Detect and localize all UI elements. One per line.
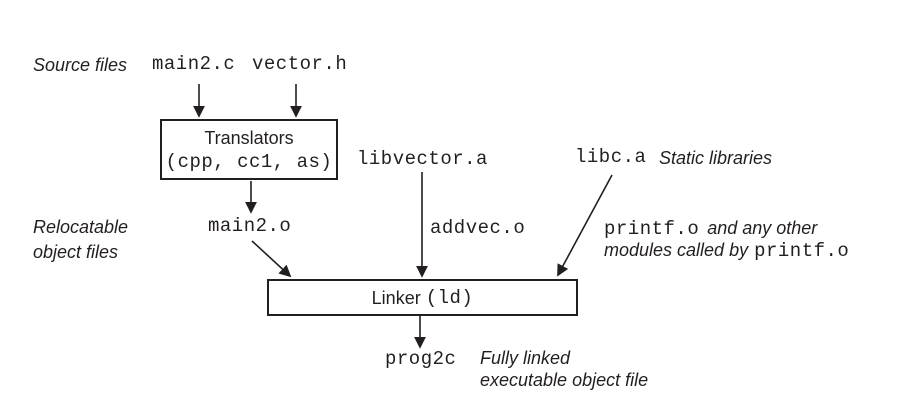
arrow-main2o-to-linker (251, 240, 292, 278)
translators-box-subtitle: (cpp, cc1, as) (165, 150, 333, 173)
main2o-file-label: main2.o (208, 215, 292, 237)
source-files-label: Source files (33, 55, 128, 75)
printf-note-line2: modules called by (604, 240, 749, 260)
libc-file-label: libc.a (575, 146, 647, 168)
addveco-file-label: addvec.o (430, 217, 526, 239)
vectorh-file-label: vector.h (252, 53, 348, 75)
translators-box: Translators (cpp, cc1, as) (160, 119, 338, 180)
printfo-file-label-2: printf.o (754, 240, 850, 262)
fully-linked-line1: Fully linked (480, 348, 571, 368)
printf-note-line1: and any other (707, 218, 818, 238)
linker-box: Linker (ld) (267, 279, 578, 316)
main2c-file-label: main2.c (152, 53, 236, 75)
printf-note-row1: printf.o and any other (604, 217, 817, 240)
fully-linked-line2: executable object file (480, 370, 649, 390)
arrow-libc-to-linker (557, 174, 613, 277)
static-libraries-label: Static libraries (659, 148, 773, 168)
fully-linked-label: Fully linked executable object file (480, 347, 648, 391)
relocatable-label-line1: Relocatable (33, 217, 129, 237)
linker-box-title: Linker (371, 287, 421, 308)
relocatable-label-line2: object files (33, 242, 119, 262)
printfo-file-label: printf.o (604, 218, 700, 240)
linker-box-code: (ld) (425, 286, 474, 309)
relocatable-object-files-label: Relocatable object files (33, 215, 128, 265)
prog2c-file-label: prog2c (385, 348, 457, 370)
libvector-file-label: libvector.a (357, 148, 488, 170)
translators-box-title: Translators (204, 127, 294, 148)
